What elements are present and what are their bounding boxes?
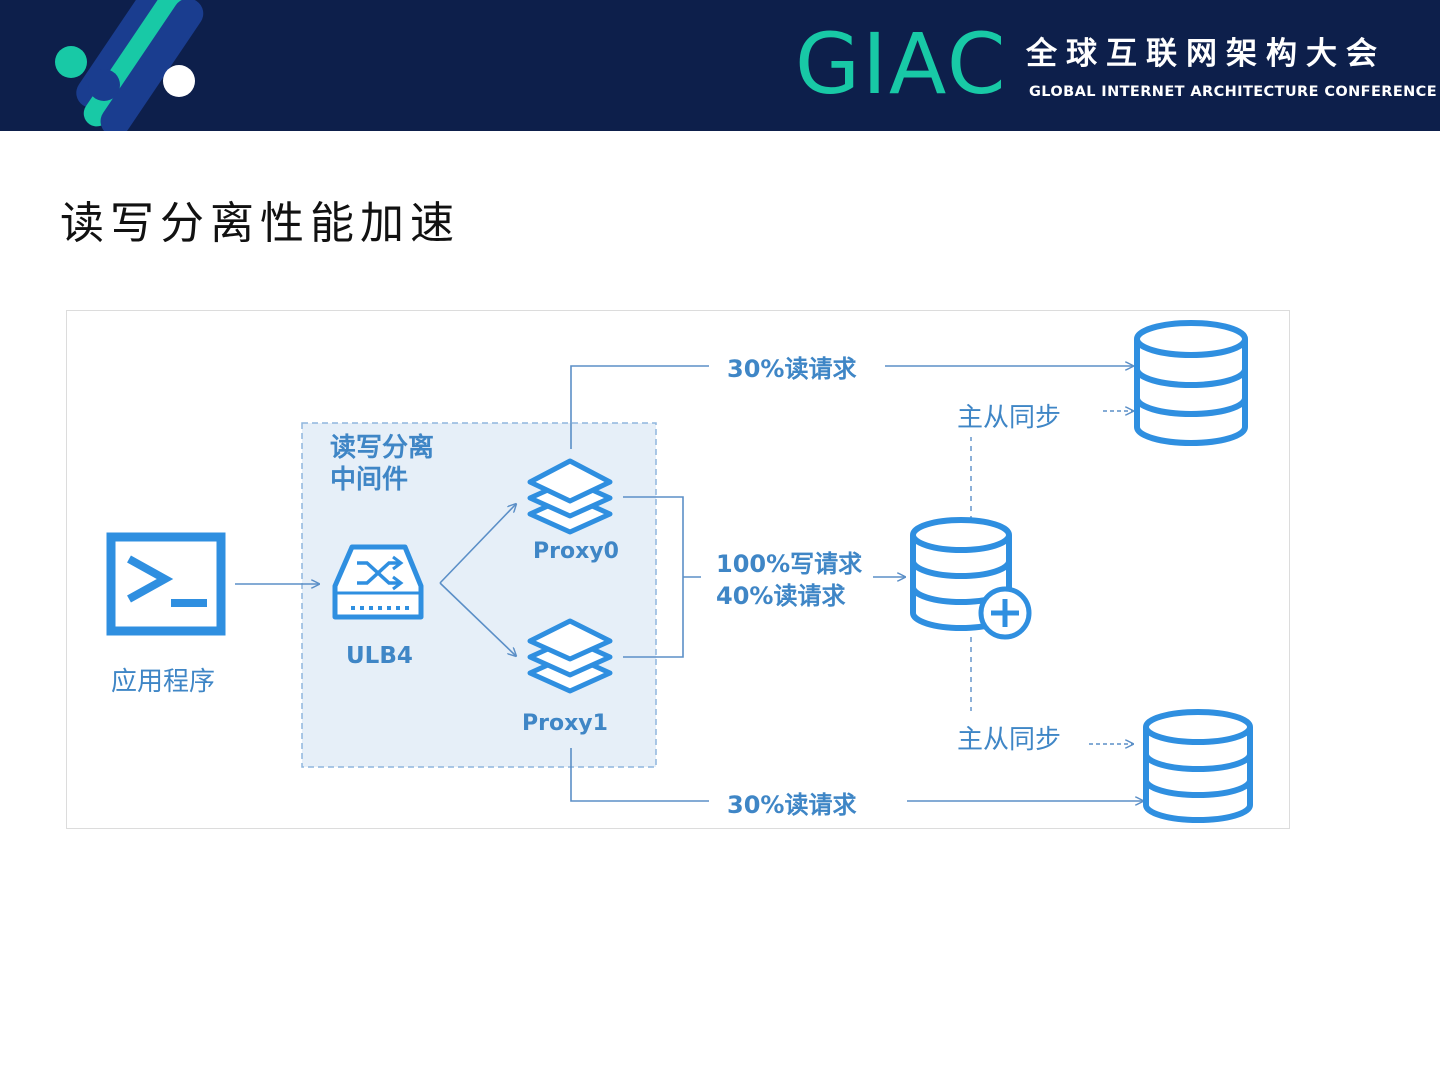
ulb-to-proxy0-arrow bbox=[439, 504, 516, 584]
proxy1-layers-icon bbox=[527, 618, 613, 694]
master-write-label: 100%写请求 bbox=[716, 550, 863, 578]
app-label: 应用程序 bbox=[111, 667, 216, 697]
diagram-canvas bbox=[106, 320, 1253, 823]
proxy0-label: Proxy0 bbox=[533, 539, 619, 564]
conference-name-en: GLOBAL INTERNET ARCHITECTURE CONFERENCE bbox=[1029, 84, 1438, 100]
slave-db-bottom-icon bbox=[1143, 709, 1253, 823]
brand-logo-text: GIAC bbox=[795, 15, 1008, 113]
ulb4-switch-icon bbox=[332, 544, 424, 620]
proxy1-label: Proxy1 bbox=[522, 711, 608, 736]
conference-name-cn: 全球互联网架构大会 bbox=[1026, 36, 1386, 72]
top-read-route bbox=[570, 365, 709, 449]
bottom-read-route bbox=[570, 748, 709, 802]
middleware-label-line1: 读写分离 bbox=[330, 433, 435, 463]
add-circle-icon bbox=[978, 586, 1032, 640]
middleware-label-line2: 中间件 bbox=[330, 465, 409, 495]
architecture-diagram: 应用程序 读写分离 中间件 ULB4 Proxy0 Proxy1 30%读请求 … bbox=[66, 310, 1290, 829]
slave-db-top-icon bbox=[1134, 320, 1248, 446]
master-read-label: 40%读请求 bbox=[716, 582, 846, 610]
giac-logo-icon bbox=[55, 0, 204, 131]
header-bar: GIAC 全球互联网架构大会 GLOBAL INTERNET ARCHITECT… bbox=[0, 0, 1440, 131]
slide-title: 读写分离性能加速 bbox=[60, 198, 460, 249]
top-read-label: 30%读请求 bbox=[727, 355, 857, 383]
sync-bottom-label: 主从同步 bbox=[957, 725, 1062, 755]
proxy0-layers-icon bbox=[527, 458, 613, 535]
terminal-app-icon bbox=[106, 532, 226, 636]
ulb-to-proxy1-arrow bbox=[439, 582, 516, 656]
bottom-read-label: 30%读请求 bbox=[727, 791, 857, 819]
sync-top-label: 主从同步 bbox=[957, 403, 1062, 433]
ulb4-label: ULB4 bbox=[346, 643, 413, 669]
